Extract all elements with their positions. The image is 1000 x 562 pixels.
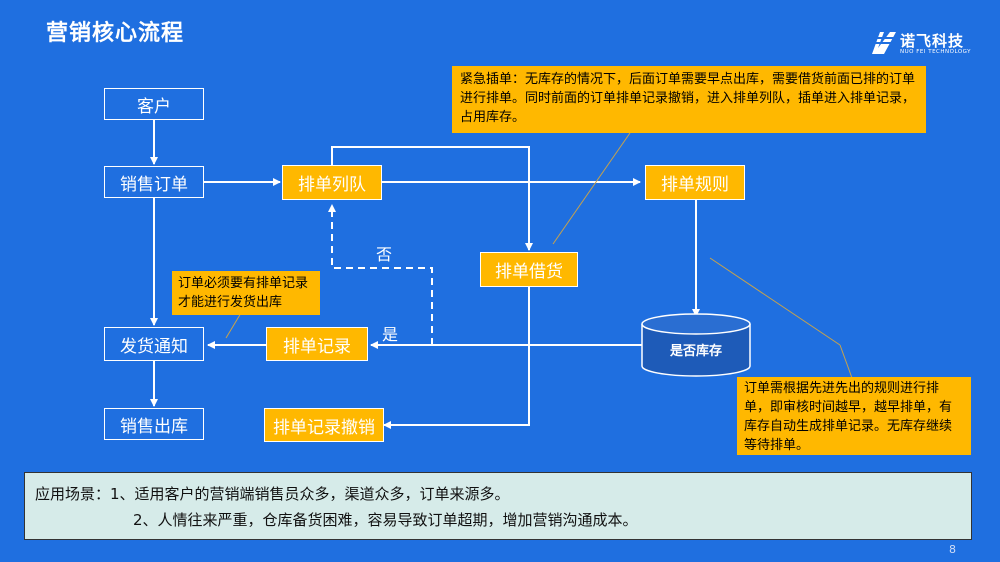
- callout-line-fifo: [709, 257, 841, 346]
- edge-queue-borrow: [331, 146, 533, 251]
- node-rules: 排单规则: [645, 165, 745, 200]
- edge-label-no: 否: [376, 245, 393, 264]
- node-delivery-notice: 发货通知: [104, 327, 204, 361]
- node-stock-check-label: 是否库存: [669, 344, 722, 359]
- logo-subtext: NUO FEI TECHNOLOGY: [900, 49, 972, 55]
- callout-line-urgent: [552, 132, 631, 245]
- page-number: 8: [949, 543, 956, 556]
- callout-line-fifo-2: [839, 344, 853, 379]
- note-must-record: 订单必须要有排单记录才能进行发货出库: [172, 271, 320, 315]
- node-record-cancel: 排单记录撤销: [264, 408, 384, 442]
- company-logo: 诺飞科技 NUO FEI TECHNOLOGY: [870, 28, 982, 62]
- edge-label-yes: 是: [382, 325, 399, 344]
- node-sales-order: 销售订单: [104, 166, 204, 198]
- node-record: 排单记录: [266, 327, 368, 361]
- logo-text: 诺飞科技: [900, 32, 965, 50]
- node-customer: 客户: [104, 88, 204, 120]
- note-urgent-insert: 紧急插单：无库存的情况下，后面订单需要早点出库，需要借货前面已排的订单进行排单。…: [452, 66, 926, 133]
- scenario-line-2: 2、人情往来严重，仓库备货困难，容易导致订单超期，增加营销沟通成本。: [133, 511, 638, 529]
- logo-mark-icon: [872, 32, 896, 54]
- edge-borrow-cancel: [383, 285, 530, 429]
- node-borrow: 排单借货: [480, 252, 578, 287]
- node-sales-outbound: 销售出库: [104, 408, 204, 440]
- stock-check-cylinder: [641, 313, 751, 377]
- edge-no-back-queue: [328, 204, 433, 345]
- node-queue: 排单列队: [282, 165, 382, 200]
- page-title: 营销核心流程: [46, 21, 185, 46]
- scenario-line-1: 应用场景：1、适用客户的营销端销售员众多，渠道众多，订单来源多。: [35, 485, 510, 503]
- note-fifo-rule: 订单需根据先进先出的规则进行排单，即审核时间越早，越早排单，有库存自动生成排单记…: [737, 377, 971, 455]
- application-scenario-box: 应用场景：1、适用客户的营销端销售员众多，渠道众多，订单来源多。 2、人情往来严…: [24, 472, 972, 540]
